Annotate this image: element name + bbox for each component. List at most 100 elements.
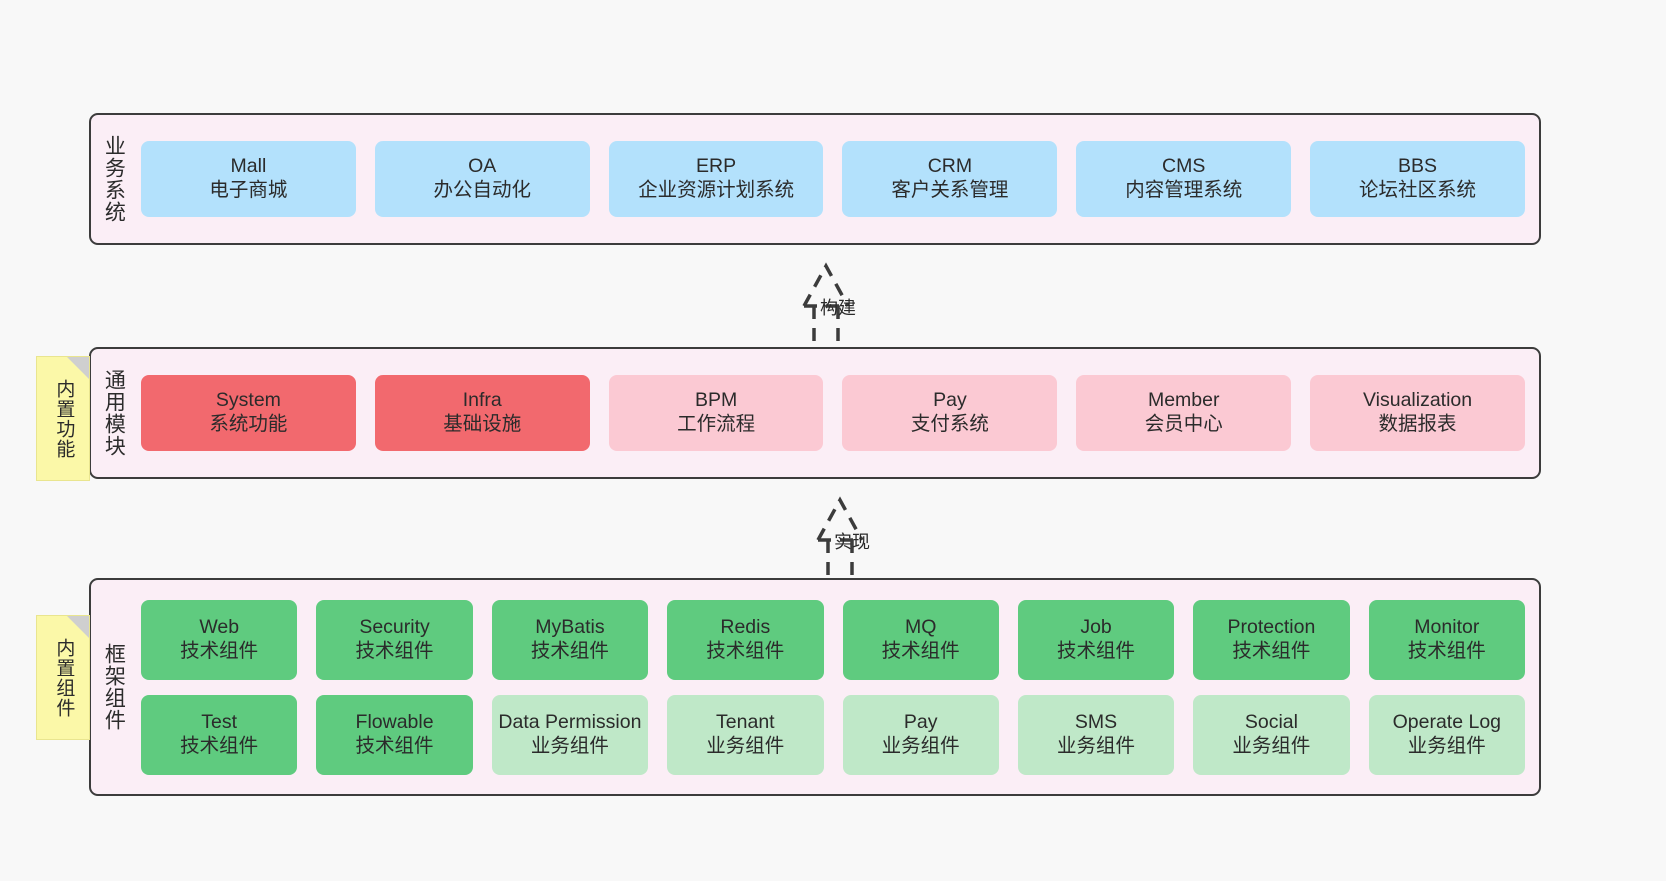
node-infra[interactable]: Infra 基础设施	[374, 375, 590, 451]
node-title: CRM	[927, 155, 973, 178]
node-mybatis[interactable]: MyBatis 技术组件	[491, 599, 649, 680]
layer-title-framework-components: 框架组件	[102, 643, 126, 731]
node-tenant[interactable]: Tenant 业务组件	[667, 694, 824, 775]
note-fold-corner-icon	[67, 616, 89, 638]
node-subtitle: 技术组件	[355, 734, 434, 757]
node-oa[interactable]: OA 办公自动化	[374, 141, 590, 217]
node-data-permission[interactable]: Data Permission 业务组件	[491, 694, 649, 775]
node-social[interactable]: Social 业务组件	[1193, 694, 1350, 775]
node-title: Data Permission	[498, 710, 642, 733]
node-subtitle: 业务组件	[1057, 734, 1136, 757]
node-subtitle: 工作流程	[677, 413, 756, 435]
note-builtin-features: 内置功能	[36, 356, 90, 481]
node-visualization[interactable]: Visualization 数据报表	[1310, 375, 1525, 451]
layer-business-systems: 业务系统 Mall 电子商城 OA 办公自动化 ERP 企业资源计划系统 CRM…	[89, 113, 1541, 245]
node-bpm[interactable]: BPM 工作流程	[608, 375, 824, 451]
node-job[interactable]: Job 技术组件	[1017, 599, 1175, 680]
note-label: 内置组件	[53, 637, 75, 718]
node-system[interactable]: System 系统功能	[141, 375, 356, 451]
node-title: System	[215, 389, 281, 412]
layer-body-common-modules: System 系统功能 Infra 基础设施 BPM 工作流程 Pay 支付系统…	[135, 349, 1539, 477]
node-title: MyBatis	[535, 615, 605, 638]
layer-framework-components: 框架组件 Web 技术组件 Security 技术组件 MyBatis 技术组件…	[89, 578, 1541, 796]
node-title: Tenant	[716, 710, 775, 733]
layer-title-business-systems: 业务系统	[102, 135, 126, 223]
node-title: SMS	[1074, 710, 1118, 733]
node-title: Social	[1244, 710, 1298, 733]
connector-build: 构建	[756, 258, 906, 350]
node-bbs[interactable]: BBS 论坛社区系统	[1310, 141, 1525, 217]
node-title: ERP	[696, 155, 737, 178]
node-subtitle: 内容管理系统	[1125, 179, 1243, 201]
node-sms[interactable]: SMS 业务组件	[1017, 694, 1175, 775]
node-subtitle: 办公自动化	[433, 179, 531, 201]
note-label: 内置功能	[53, 378, 75, 459]
node-mq[interactable]: MQ 技术组件	[842, 599, 999, 680]
node-subtitle: 数据报表	[1378, 413, 1457, 435]
node-title: Visualization	[1362, 389, 1473, 412]
node-subtitle: 业务组件	[1232, 734, 1311, 757]
node-title: Job	[1080, 615, 1112, 638]
node-title: Test	[201, 710, 238, 733]
node-title: Pay	[903, 710, 938, 733]
layer-body-business-systems: Mall 电子商城 OA 办公自动化 ERP 企业资源计划系统 CRM 客户关系…	[135, 115, 1539, 243]
node-subtitle: 企业资源计划系统	[638, 179, 795, 201]
node-title: Monitor	[1414, 615, 1480, 638]
row: Mall 电子商城 OA 办公自动化 ERP 企业资源计划系统 CRM 客户关系…	[141, 141, 1525, 217]
node-subtitle: 基础设施	[443, 413, 522, 435]
row: Web 技术组件 Security 技术组件 MyBatis 技术组件 Redi…	[141, 599, 1525, 680]
node-subtitle: 技术组件	[180, 639, 259, 662]
node-subtitle: 电子商城	[209, 179, 288, 201]
node-pay[interactable]: Pay 支付系统	[842, 375, 1058, 451]
node-subtitle: 业务组件	[881, 734, 960, 757]
node-subtitle: 技术组件	[1407, 639, 1486, 662]
node-monitor[interactable]: Monitor 技术组件	[1368, 599, 1525, 680]
node-title: Web	[199, 615, 240, 638]
node-title: Flowable	[355, 710, 434, 733]
node-subtitle: 技术组件	[180, 734, 259, 757]
node-subtitle: 技术组件	[530, 639, 609, 662]
node-subtitle: 支付系统	[910, 413, 989, 435]
node-test[interactable]: Test 技术组件	[141, 694, 298, 775]
layer-common-modules: 通用模块 System 系统功能 Infra 基础设施 BPM 工作流程 Pay…	[89, 347, 1541, 479]
note-fold-corner-icon	[67, 357, 89, 379]
node-title: Infra	[462, 389, 502, 412]
node-redis[interactable]: Redis 技术组件	[667, 599, 824, 680]
node-subtitle: 技术组件	[706, 639, 785, 662]
node-title: Security	[359, 615, 430, 638]
node-subtitle: 论坛社区系统	[1359, 179, 1477, 201]
node-subtitle: 技术组件	[355, 639, 434, 662]
node-protection[interactable]: Protection 技术组件	[1193, 599, 1350, 680]
node-crm[interactable]: CRM 客户关系管理	[842, 141, 1058, 217]
node-title: Redis	[720, 615, 771, 638]
node-subtitle: 技术组件	[1057, 639, 1136, 662]
layer-title-common-modules: 通用模块	[102, 369, 126, 457]
row: System 系统功能 Infra 基础设施 BPM 工作流程 Pay 支付系统…	[141, 375, 1525, 451]
node-operate-log[interactable]: Operate Log 业务组件	[1368, 694, 1525, 775]
node-flowable[interactable]: Flowable 技术组件	[316, 694, 473, 775]
connector-build-label: 构建	[820, 298, 856, 318]
node-erp[interactable]: ERP 企业资源计划系统	[608, 141, 824, 217]
node-subtitle: 技术组件	[1232, 639, 1311, 662]
node-title: MQ	[904, 615, 937, 638]
node-pay-business[interactable]: Pay 业务组件	[842, 694, 999, 775]
node-title: OA	[468, 155, 497, 178]
node-member[interactable]: Member 会员中心	[1076, 375, 1292, 451]
row: Test 技术组件 Flowable 技术组件 Data Permission …	[141, 694, 1525, 775]
node-title: BBS	[1398, 155, 1438, 178]
node-subtitle: 业务组件	[1407, 734, 1486, 757]
layer-body-framework-components: Web 技术组件 Security 技术组件 MyBatis 技术组件 Redi…	[135, 580, 1539, 794]
node-title: Protection	[1227, 615, 1316, 638]
node-title: Operate Log	[1392, 710, 1502, 733]
note-builtin-components: 内置组件	[36, 615, 90, 740]
node-subtitle: 系统功能	[209, 413, 288, 435]
node-subtitle: 客户关系管理	[891, 179, 1009, 201]
node-web[interactable]: Web 技术组件	[141, 599, 298, 680]
node-mall[interactable]: Mall 电子商城	[141, 141, 356, 217]
node-subtitle: 技术组件	[881, 639, 960, 662]
node-security[interactable]: Security 技术组件	[316, 599, 473, 680]
node-cms[interactable]: CMS 内容管理系统	[1076, 141, 1292, 217]
node-title: Member	[1147, 389, 1220, 412]
node-subtitle: 会员中心	[1144, 413, 1223, 435]
